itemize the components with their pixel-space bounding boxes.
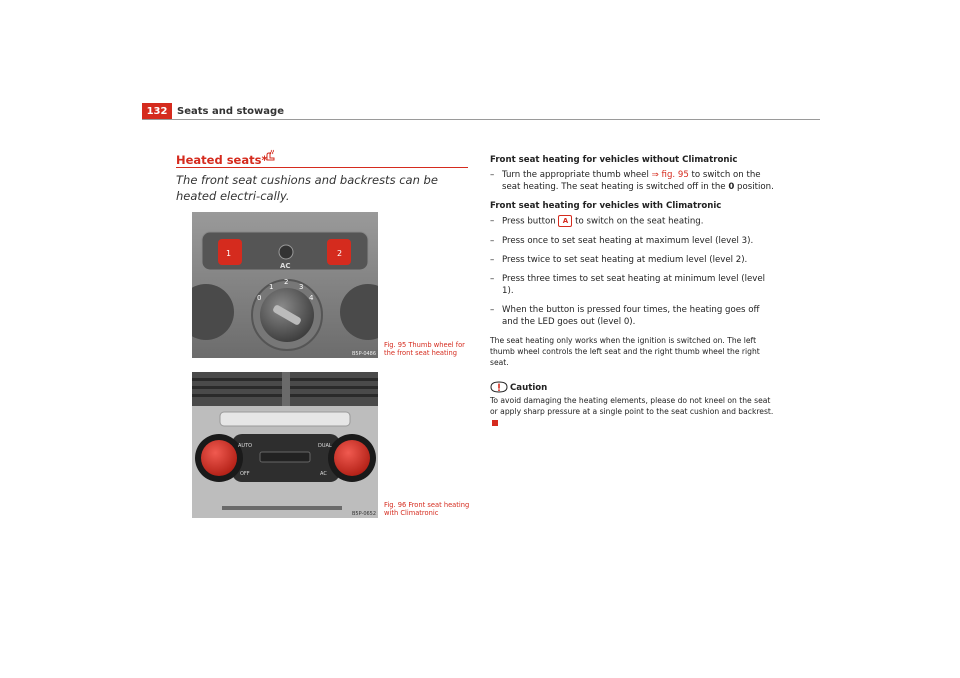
figure-95-thumb-wheel: 1 2 AC 0 1 2 3 4 B5P-0486 bbox=[192, 212, 378, 358]
step-press-once: –Press once to set seat heating at maxim… bbox=[490, 235, 754, 246]
subheading-with-climatronic: Front seat heating for vehicles with Cli… bbox=[490, 201, 722, 211]
page-heading: Heated seats* bbox=[176, 153, 268, 167]
off-label: OFF bbox=[240, 471, 250, 477]
step-dash: – bbox=[490, 235, 495, 246]
section-end-marker bbox=[492, 419, 498, 426]
figure-96-code: B5P-0652 bbox=[352, 511, 376, 517]
caution-header: Caution bbox=[490, 380, 776, 394]
ignition-note: The seat heating only works when the ign… bbox=[490, 335, 760, 367]
dial-label-1: 1 bbox=[269, 283, 273, 291]
caution-icon bbox=[490, 380, 508, 393]
ac-label: AC bbox=[280, 262, 291, 270]
fig-95-reference-link[interactable]: ⇒ fig. 95 bbox=[651, 170, 689, 180]
ac-label-2: AC bbox=[320, 471, 327, 477]
step-press-three-times: –Press three times to set seat heating a… bbox=[490, 273, 766, 296]
figure-96-caption: Fig. 96 Front seat heating with Climatro… bbox=[384, 501, 470, 517]
step-dash: – bbox=[490, 170, 495, 180]
step-dash: – bbox=[490, 216, 495, 226]
figure-96-climatronic: AUTO DUAL OFF AC B5P-0652 bbox=[192, 372, 378, 518]
dial-label-4: 4 bbox=[309, 294, 314, 302]
dial-label-2: 2 bbox=[284, 278, 288, 286]
step-dash: – bbox=[490, 254, 495, 265]
caution-text: To avoid damaging the heating elements, … bbox=[490, 395, 776, 428]
step-dash: – bbox=[490, 304, 495, 315]
step-dash: – bbox=[490, 273, 495, 284]
page-number: 132 bbox=[142, 103, 172, 120]
step-press-four-times: –When the button is pressed four times, … bbox=[490, 304, 760, 327]
heading-rule bbox=[176, 167, 468, 168]
intro-text: The front seat cushions and backrests ca… bbox=[176, 173, 438, 203]
figure-95-caption: Fig. 95 Thumb wheel for the front seat h… bbox=[384, 341, 465, 357]
wheel-label-right: 2 bbox=[337, 249, 342, 258]
figure-95-code: B5P-0486 bbox=[352, 351, 376, 357]
wheel-label-left: 1 bbox=[226, 249, 231, 258]
dial-label-0: 0 bbox=[257, 294, 261, 302]
button-a-symbol: A bbox=[558, 215, 573, 227]
step-press-twice: –Press twice to set seat heating at medi… bbox=[490, 254, 748, 265]
seat-heating-icon bbox=[266, 149, 275, 161]
section-title: Seats and stowage bbox=[177, 106, 284, 117]
caution-title: Caution bbox=[510, 382, 548, 393]
dual-label: DUAL bbox=[318, 443, 332, 449]
dial-label-3: 3 bbox=[299, 283, 303, 291]
step-turn-wheel: –Turn the appropriate thumb wheel ⇒ fig.… bbox=[490, 170, 774, 192]
auto-label: AUTO bbox=[238, 443, 252, 449]
subheading-without-climatronic: Front seat heating for vehicles without … bbox=[490, 155, 738, 165]
header-rule bbox=[142, 119, 820, 120]
step-press-button: –Press button A to switch on the seat he… bbox=[490, 215, 704, 227]
instructions-column: Front seat heating for vehicles without … bbox=[490, 154, 776, 428]
